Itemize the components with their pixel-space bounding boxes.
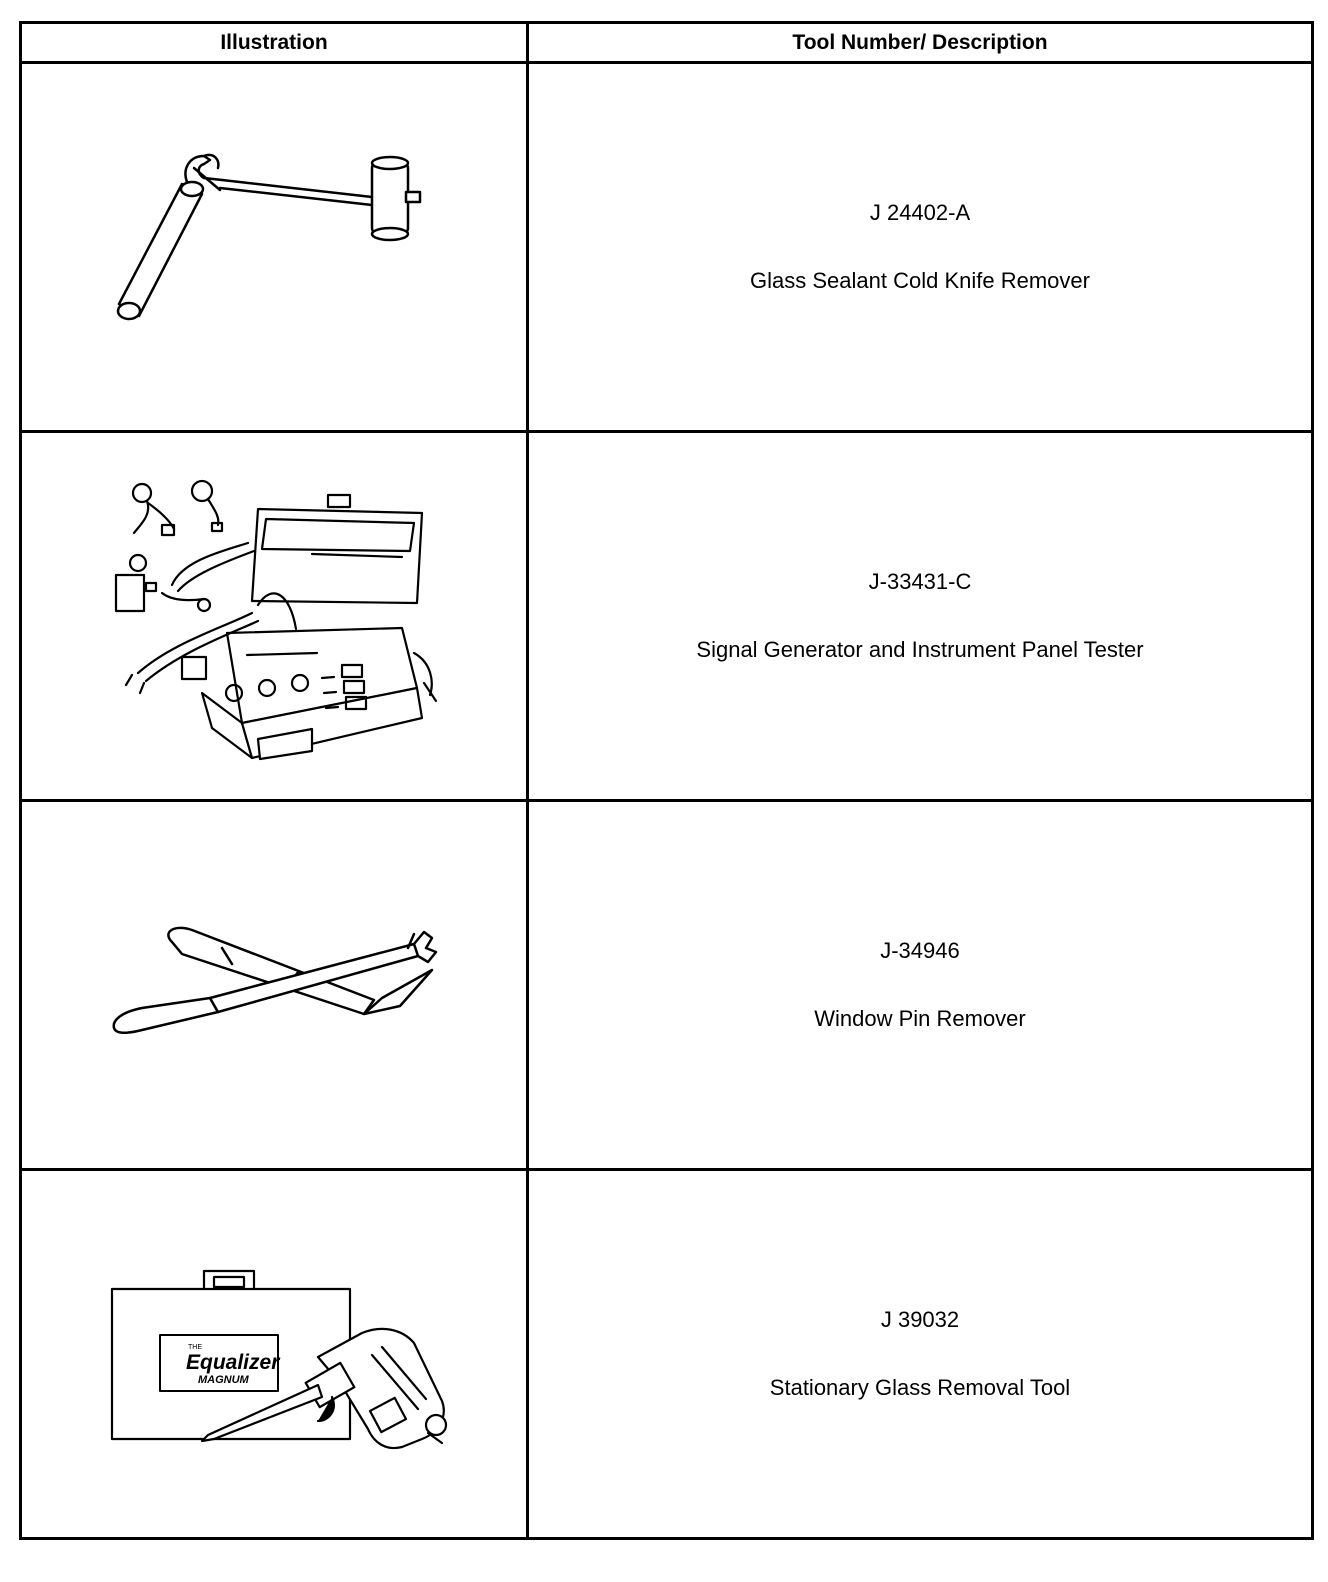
illustration-cell [19, 799, 529, 1171]
logo-small-text: THE [188, 1344, 202, 1351]
table-row: J-33431-C Signal Generator and Instrumen… [19, 430, 1314, 802]
header-illustration: Illustration [19, 21, 529, 64]
window-pin-remover-drawing [112, 926, 438, 1034]
special-tools-table: Illustration Tool Number/ Description [19, 21, 1314, 1540]
tool-description: Signal Generator and Instrument Panel Te… [696, 637, 1144, 662]
description-cell: J 24402-A Glass Sealant Cold Knife Remov… [526, 61, 1314, 433]
glass-removal-tool-drawing: THE Equalizer MAGNUM [110, 1269, 448, 1450]
description-cell: J-34946 Window Pin Remover [526, 799, 1314, 1171]
logo-sub-text: MAGNUM [198, 1374, 250, 1386]
description-cell: J-33431-C Signal Generator and Instrumen… [526, 430, 1314, 802]
table-row: J-34946 Window Pin Remover [19, 799, 1314, 1171]
illustration-cell [19, 61, 529, 433]
table-header-row: Illustration Tool Number/ Description [19, 21, 1314, 64]
tool-number: J 39032 [880, 1307, 960, 1332]
tool-description: Stationary Glass Removal Tool [769, 1375, 1071, 1400]
header-tool-number-description: Tool Number/ Description [526, 21, 1314, 64]
table-row: THE Equalizer MAGNUM J 39032 St [19, 1168, 1314, 1540]
illustration-cell: THE Equalizer MAGNUM [19, 1168, 529, 1540]
description-cell: J 39032 Stationary Glass Removal Tool [526, 1168, 1314, 1540]
tool-number: J 24402-A [869, 200, 971, 225]
logo-main-text: Equalizer [186, 1351, 281, 1374]
signal-generator-case-drawing [114, 479, 438, 761]
tool-description: Window Pin Remover [814, 1006, 1026, 1031]
tool-description: Glass Sealant Cold Knife Remover [750, 268, 1090, 293]
illustration-cell [19, 430, 529, 802]
tool-number: J-34946 [880, 938, 960, 963]
tool-number: J-33431-C [868, 569, 972, 594]
cold-knife-remover-drawing [116, 153, 422, 321]
table-row: J 24402-A Glass Sealant Cold Knife Remov… [19, 61, 1314, 433]
